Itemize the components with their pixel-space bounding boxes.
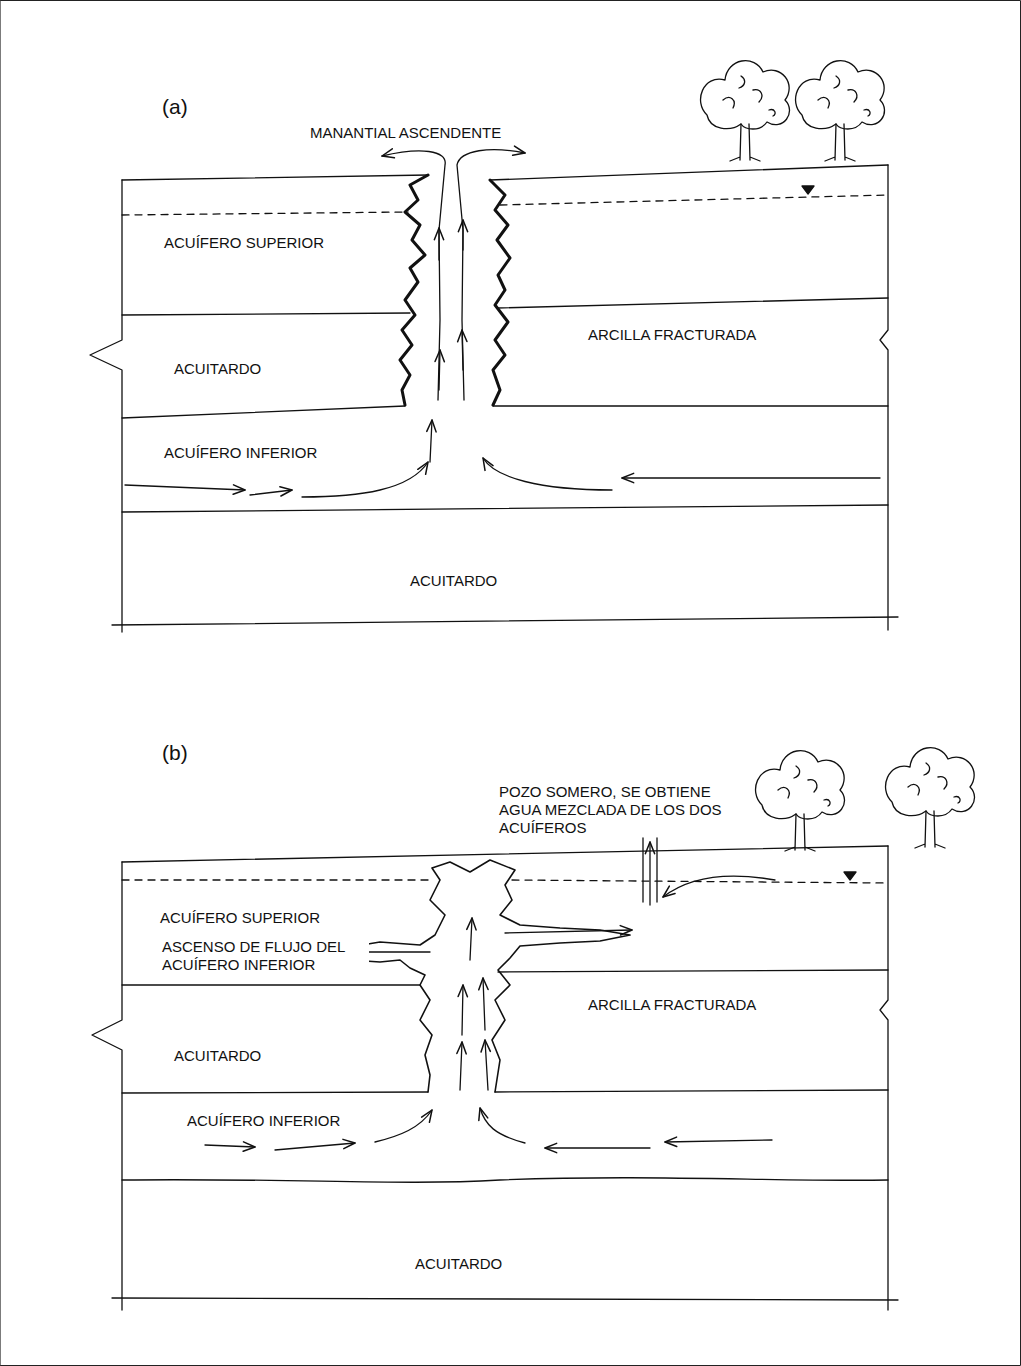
- flow-arrow: [480, 1108, 525, 1143]
- flow-arrow: [460, 1042, 462, 1090]
- flow-arrow: [205, 1145, 255, 1147]
- layer-label: ACUITARDO: [413, 1255, 504, 1273]
- water-table: [122, 195, 888, 215]
- panel-letter: (a): [160, 94, 190, 119]
- tree: [886, 748, 975, 848]
- section-edge: [90, 165, 888, 632]
- flow-arrow: [375, 1110, 432, 1142]
- flow-arrow: [470, 918, 472, 960]
- flow-arrow: [462, 220, 463, 250]
- flow-arrow: [485, 1040, 488, 1090]
- ground-surface: [122, 165, 888, 180]
- spring-label: MANANTIAL ASCENDENTE: [308, 124, 503, 142]
- flow-arrow: [275, 1143, 355, 1150]
- flow-arrow: [462, 330, 463, 370]
- tree: [796, 61, 885, 161]
- flow-arrow: [545, 1147, 650, 1148]
- section-edge: [92, 846, 888, 1310]
- flow-arrow: [457, 150, 525, 400]
- tree: [756, 751, 845, 851]
- flow-arrow: [439, 350, 440, 390]
- flow-arrow: [462, 985, 463, 1035]
- flow-arrow: [438, 228, 439, 260]
- flow-note: ASCENSO DE FLUJO DEL ACUÍFERO INFERIOR: [160, 938, 369, 974]
- flow-arrow: [649, 842, 650, 905]
- layer-label: ACUITARDO: [172, 1047, 263, 1065]
- flow-arrow: [663, 876, 775, 897]
- tree: [701, 61, 790, 161]
- flow-arrow: [382, 151, 445, 400]
- flow-arrow: [302, 462, 428, 497]
- layer-boundary: [112, 298, 898, 625]
- flow-arrow: [483, 458, 612, 490]
- flow-arrow: [622, 477, 880, 478]
- layer-label: ACUITARDO: [408, 572, 499, 590]
- flow-arrow: [430, 420, 432, 462]
- layer-label: ARCILLA FRACTURADA: [586, 996, 758, 1014]
- flow-arrow: [250, 490, 292, 495]
- flow-arrow: [665, 1140, 772, 1142]
- layer-label: ACUÍFERO SUPERIOR: [158, 909, 322, 927]
- layer-label: ARCILLA FRACTURADA: [586, 326, 758, 344]
- flow-arrow: [483, 978, 485, 1030]
- layer-label: ACUITARDO: [172, 360, 263, 378]
- fracture: [400, 175, 510, 405]
- flow-arrow: [505, 930, 632, 933]
- layer-label: ACUÍFERO INFERIOR: [162, 444, 319, 462]
- ground-surface: [122, 846, 888, 862]
- flow-arrow: [125, 485, 245, 490]
- layer-label: ACUÍFERO INFERIOR: [185, 1112, 342, 1130]
- well-note: POZO SOMERO, SE OBTIENE AGUA MEZCLADA DE…: [497, 783, 736, 837]
- water-table: [122, 880, 888, 883]
- panel-letter: (b): [160, 740, 190, 765]
- layer-label: ACUÍFERO SUPERIOR: [162, 234, 326, 252]
- fracture: [320, 860, 630, 1092]
- water-table-symbol: [844, 872, 856, 880]
- water-table-symbol: [802, 186, 814, 194]
